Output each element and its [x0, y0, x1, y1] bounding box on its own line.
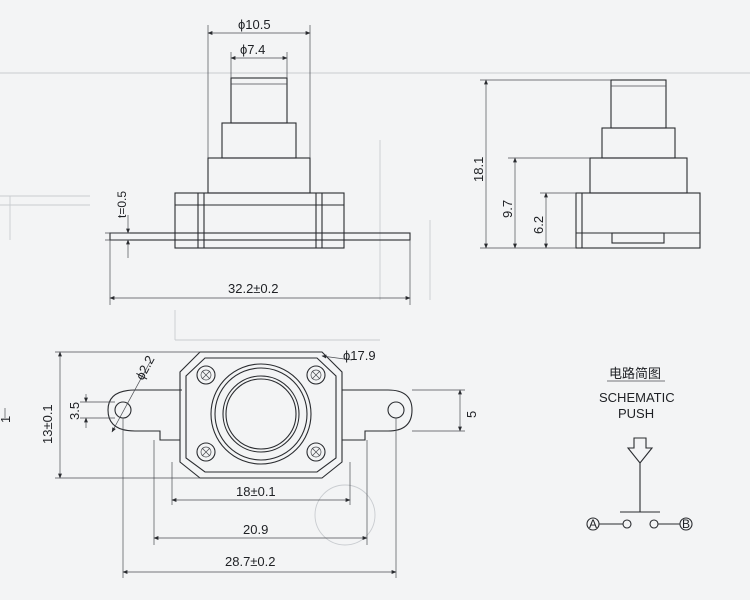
edge-mark: 1	[0, 416, 13, 423]
schematic-title: SCHEMATIC	[599, 390, 675, 405]
schematic-symbol	[586, 380, 693, 531]
plan-view	[4, 351, 465, 578]
side-view	[480, 79, 701, 249]
dim-phi-10-5: ϕ10.5	[238, 17, 271, 32]
dim-28-7: 28.7±0.2	[225, 554, 276, 569]
dim-phi-7-4: ϕ7.4	[240, 42, 265, 57]
dim-32-2: 32.2±0.2	[228, 281, 279, 296]
terminal-b-label: B	[682, 517, 690, 531]
dim-6-2: 6.2	[531, 216, 546, 234]
schematic-chinese-label: 电路简图	[609, 366, 661, 381]
schematic-mode: PUSH	[618, 406, 654, 421]
dim-thickness: t=0.5	[115, 191, 129, 218]
dim-20-9: 20.9	[243, 522, 268, 537]
terminal-a-label: A	[589, 517, 597, 531]
dim-3-5: 3.5	[67, 402, 82, 420]
dim-phi-2-2: ϕ2.2	[132, 353, 157, 382]
dim-18: 18±0.1	[236, 484, 276, 499]
dim-5: 5	[464, 411, 479, 418]
dim-13: 13±0.1	[40, 404, 55, 444]
front-view	[105, 25, 411, 305]
dim-phi-17-9: ϕ17.9	[343, 348, 376, 363]
dim-9-7: 9.7	[500, 200, 515, 218]
background-ghost-lines	[0, 72, 750, 546]
dim-18-1: 18.1	[471, 157, 486, 182]
